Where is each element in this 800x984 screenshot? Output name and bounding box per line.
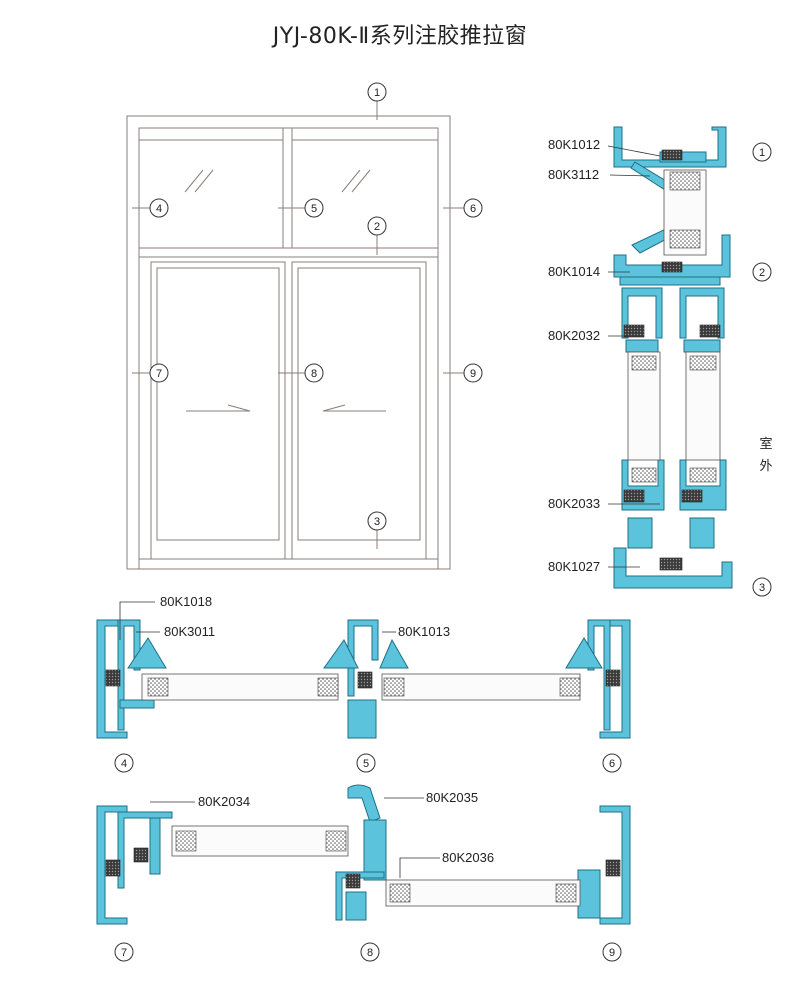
- svg-text:1: 1: [374, 87, 380, 99]
- callout-3: 3: [367, 511, 387, 531]
- profile-80K2035: [347, 784, 381, 823]
- htop-labels: 80K1018 80K3011 80K1013: [160, 594, 450, 639]
- vs-callout-1: 1: [752, 142, 772, 162]
- profile-80K3011: [127, 637, 167, 669]
- vs-callout-3: 3: [752, 577, 772, 597]
- htop-callout-5: 5: [356, 753, 376, 773]
- label-80K3112: 80K3112: [548, 167, 599, 182]
- label-80K2035: 80K2035: [426, 790, 478, 805]
- label-80K2034: 80K2034: [198, 794, 250, 809]
- htop-callout-6: 6: [602, 753, 622, 773]
- label-80K2032: 80K2032: [548, 328, 600, 343]
- side-label-room: 室: [759, 436, 772, 452]
- svg-text:4: 4: [156, 203, 162, 215]
- callout-2: 2: [367, 216, 387, 236]
- label-80K1018: 80K1018: [160, 594, 212, 609]
- callout-5: 5: [304, 198, 324, 218]
- elevation-callouts: 1 2 3 4 5 6 7 8: [149, 82, 483, 531]
- callout-7: 7: [149, 363, 169, 383]
- svg-text:3: 3: [759, 582, 765, 594]
- svg-text:7: 7: [121, 947, 127, 959]
- profile-80K2034: [117, 811, 173, 889]
- svg-text:9: 9: [470, 368, 476, 380]
- svg-text:9: 9: [609, 947, 615, 959]
- horizontal-section-bottom: 80K2034 80K2035 80K2036 7 8 9: [96, 784, 631, 962]
- vertical-section: 80K1012 80K3112 80K1014 80K2032 80K2033 …: [548, 126, 773, 597]
- label-80K1013: 80K1013: [398, 624, 450, 639]
- svg-text:3: 3: [374, 516, 380, 528]
- inner-frame: [138, 127, 439, 570]
- outer-frame: [126, 115, 451, 570]
- hbottom-callout-8: 8: [360, 942, 380, 962]
- htop-callout-4: 4: [114, 753, 134, 773]
- side-label-outside: 外: [759, 459, 772, 474]
- label-80K3011: 80K3011: [164, 624, 215, 639]
- callout-1: 1: [367, 82, 387, 102]
- window-elevation: [126, 100, 465, 570]
- vertical-section-labels: 80K1012 80K3112 80K1014 80K2032 80K2033 …: [548, 137, 600, 574]
- svg-text:4: 4: [121, 758, 127, 770]
- svg-text:7: 7: [156, 368, 162, 380]
- callout-4: 4: [149, 198, 169, 218]
- label-80K1027: 80K1027: [548, 559, 600, 574]
- svg-text:2: 2: [759, 267, 765, 279]
- svg-text:5: 5: [311, 203, 317, 215]
- svg-text:6: 6: [470, 203, 476, 215]
- label-80K2036: 80K2036: [442, 850, 494, 865]
- horizontal-section-top: 80K1018 80K3011 80K1013 4 5 6: [96, 594, 631, 773]
- profile-80K1027: [613, 547, 733, 589]
- callout-6: 6: [463, 198, 483, 218]
- label-80K1012: 80K1012: [548, 137, 600, 152]
- hbottom-labels: 80K2034 80K2035 80K2036: [198, 790, 494, 865]
- svg-text:1: 1: [759, 147, 765, 159]
- svg-text:8: 8: [311, 368, 317, 380]
- page-title: JYJ-80K-Ⅱ系列注胶推拉窗: [272, 24, 528, 49]
- profile-80K2033-right: [679, 459, 727, 511]
- callout-9: 9: [463, 363, 483, 383]
- profile-80K2033-left: [621, 459, 665, 511]
- profile-80K2036: [335, 871, 385, 921]
- svg-text:6: 6: [609, 758, 615, 770]
- profile-80K1013: [347, 619, 379, 697]
- hbottom-callout-7: 7: [114, 942, 134, 962]
- vs-callout-2: 2: [752, 262, 772, 282]
- hbottom-callout-9: 9: [602, 942, 622, 962]
- callout-8: 8: [304, 363, 324, 383]
- label-80K1014: 80K1014: [548, 264, 600, 279]
- label-80K2033: 80K2033: [548, 496, 600, 511]
- svg-text:8: 8: [367, 947, 373, 959]
- svg-text:2: 2: [374, 221, 380, 233]
- svg-text:5: 5: [363, 758, 369, 770]
